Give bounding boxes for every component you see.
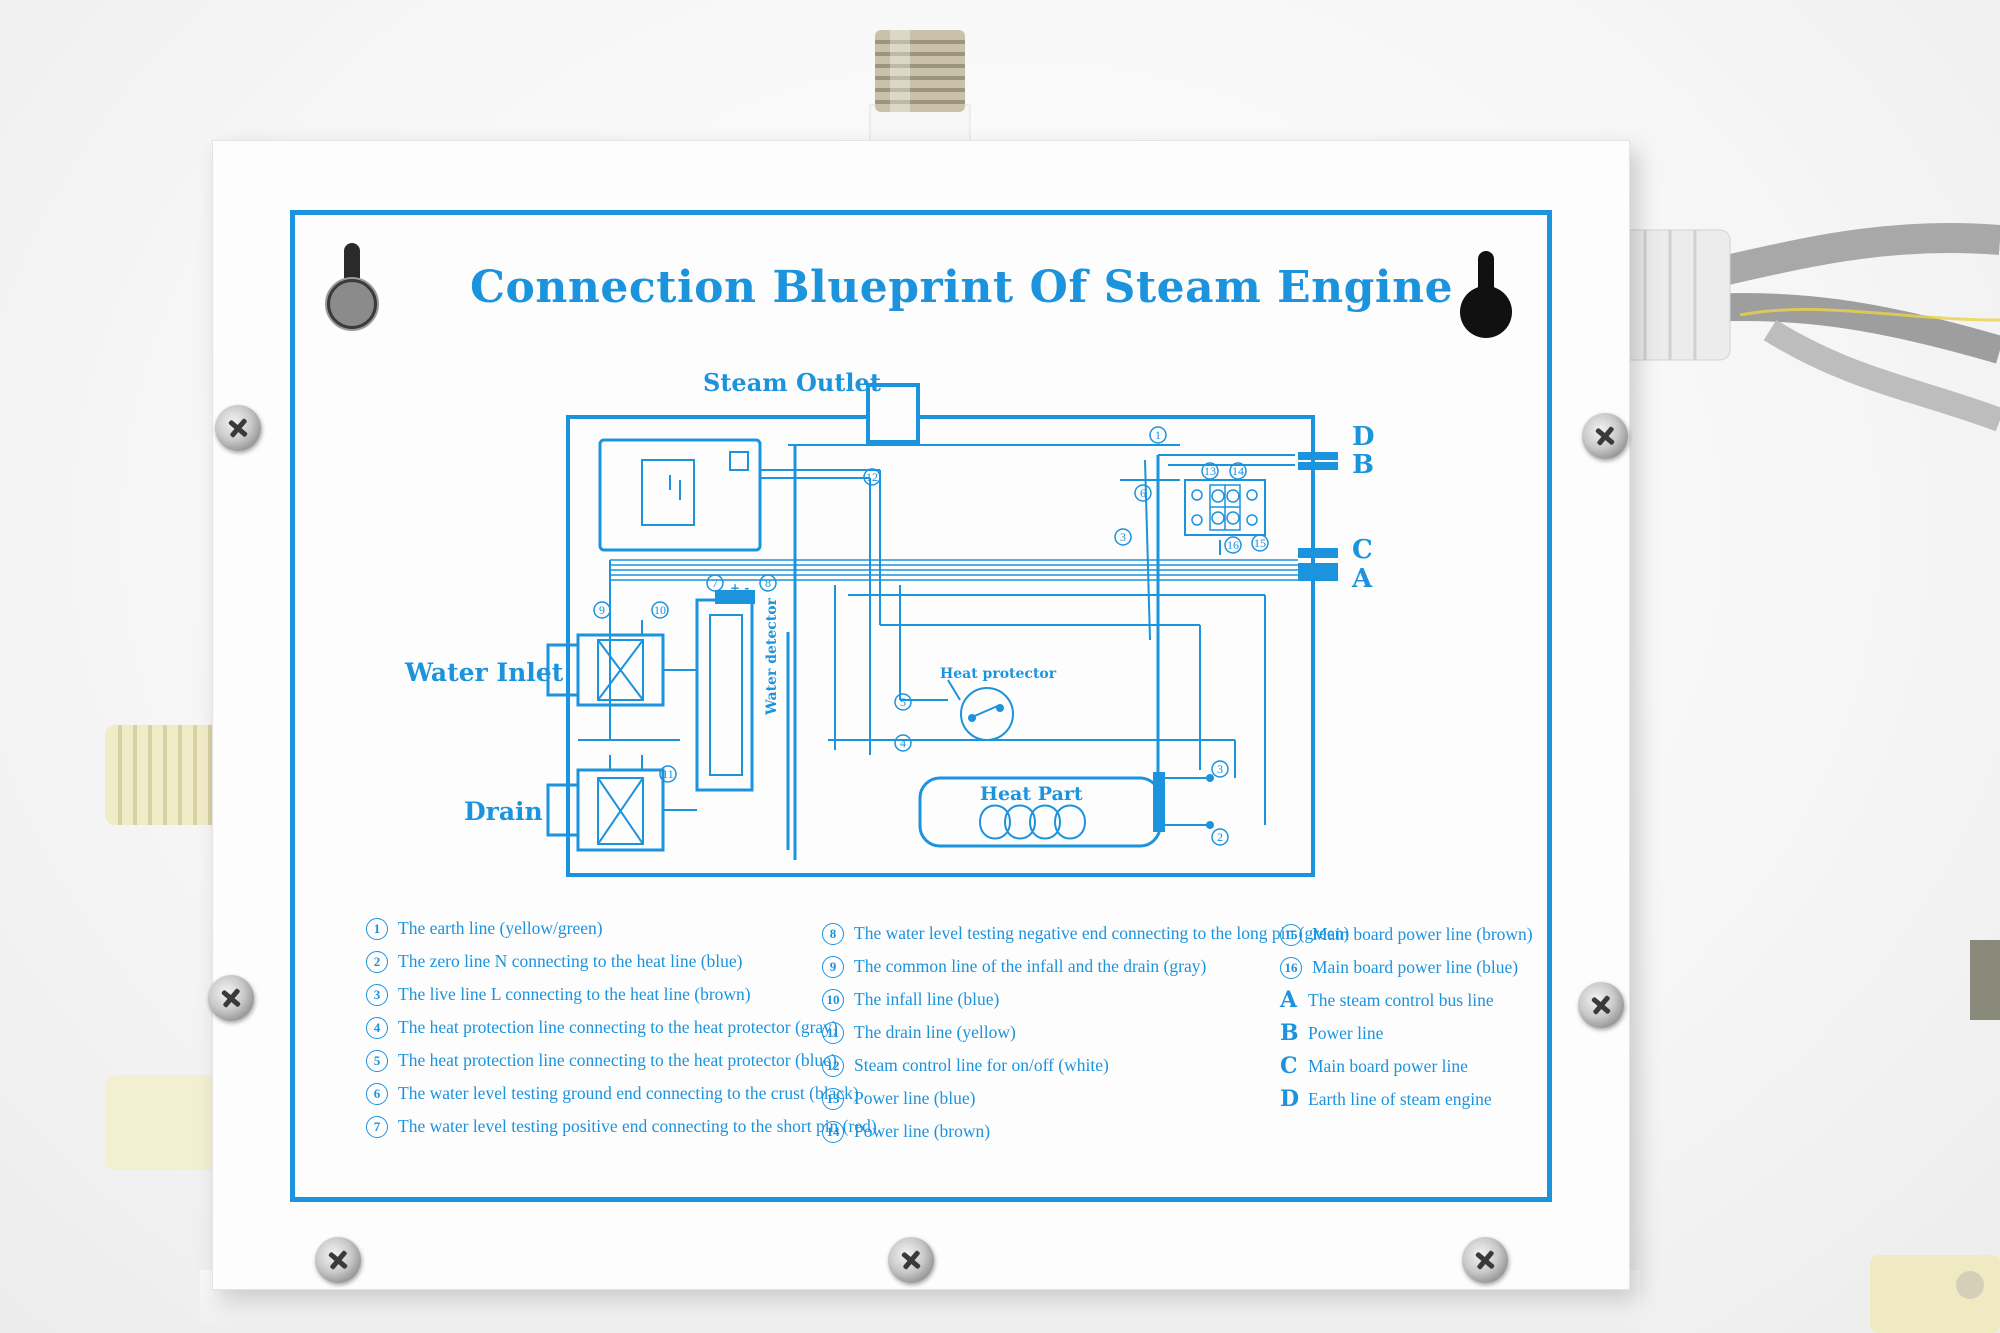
keyhole-right [1460, 251, 1512, 338]
screw-right-mid [1578, 982, 1624, 1028]
screw-right-top [1582, 413, 1628, 459]
keyhole-left [325, 243, 379, 331]
marker-10: 10 [651, 601, 669, 619]
svg-text:3: 3 [1120, 530, 1126, 544]
blueprint-title: Connection Blueprint Of Steam Engine [470, 262, 1454, 313]
svg-text:2: 2 [1217, 830, 1223, 844]
marker-5: 5 [894, 693, 912, 711]
schematic-diagram: 1 2 3 3 4 5 6 7 8 9 10 11 12 13 14 15 16… [546, 383, 1375, 877]
drain-fitting [105, 1075, 225, 1170]
svg-text:9: 9 [599, 603, 605, 617]
marker-3a: 3 [1114, 528, 1132, 546]
marker-12: 12 [863, 468, 881, 486]
marker-7: 7 [706, 574, 724, 592]
steam-engine-box [212, 140, 1630, 1290]
marker-4: 4 [894, 734, 912, 752]
screw-bottom-right [1462, 1237, 1508, 1283]
drain-label: Drain [464, 797, 543, 826]
svg-text:5: 5 [900, 695, 906, 709]
steam-outlet-fitting [869, 30, 971, 150]
terminal-b-label: B [1352, 450, 1374, 480]
steam-outlet-label: Steam Outlet [703, 368, 881, 397]
heat-protector-label: Heat protector [940, 666, 1057, 682]
svg-text:11: 11 [662, 767, 674, 781]
svg-text:1: 1 [1155, 428, 1161, 442]
marker-2: 2 [1211, 828, 1229, 846]
polarity-label: + - [730, 581, 749, 595]
screw-bottom-left [315, 1237, 361, 1283]
screw-left-mid [208, 975, 254, 1021]
screw-left-top [215, 405, 261, 451]
svg-text:7: 7 [712, 576, 718, 590]
water-inlet-fitting [105, 725, 225, 825]
terminal-a-label: A [1351, 564, 1373, 594]
terminal-c-label: C [1352, 535, 1373, 565]
marker-8: 8 [759, 574, 777, 592]
marker-16: 16 [1224, 536, 1242, 554]
marker-14: 14 [1229, 462, 1247, 480]
svg-text:14: 14 [1232, 464, 1244, 478]
svg-text:3: 3 [1217, 762, 1223, 776]
svg-text:15: 15 [1254, 536, 1266, 550]
marker-11: 11 [659, 765, 677, 783]
corner-connector [1870, 1255, 2000, 1333]
svg-text:10: 10 [654, 603, 666, 617]
svg-text:16: 16 [1227, 538, 1239, 552]
screw-bottom-center [888, 1237, 934, 1283]
svg-text:13: 13 [1204, 464, 1216, 478]
terminal-d-label: D [1352, 422, 1375, 452]
svg-text:6: 6 [1140, 486, 1146, 500]
water-detector-label: Water detector [764, 597, 780, 716]
marker-6: 6 [1134, 484, 1152, 502]
water-inlet-label: Water Inlet [405, 658, 564, 687]
marker-13: 13 [1201, 462, 1219, 480]
blueprint-frame [290, 210, 1552, 1202]
marker-9: 9 [593, 601, 611, 619]
marker-1: 1 [1149, 426, 1167, 444]
marker-15: 15 [1251, 534, 1269, 552]
svg-text:4: 4 [900, 736, 906, 750]
power-cable [1620, 223, 2000, 432]
svg-text:8: 8 [765, 576, 771, 590]
heat-part-label: Heat Part [980, 783, 1083, 805]
marker-3b: 3 [1211, 760, 1229, 778]
side-connector [1970, 940, 2000, 1020]
svg-text:12: 12 [866, 470, 878, 484]
